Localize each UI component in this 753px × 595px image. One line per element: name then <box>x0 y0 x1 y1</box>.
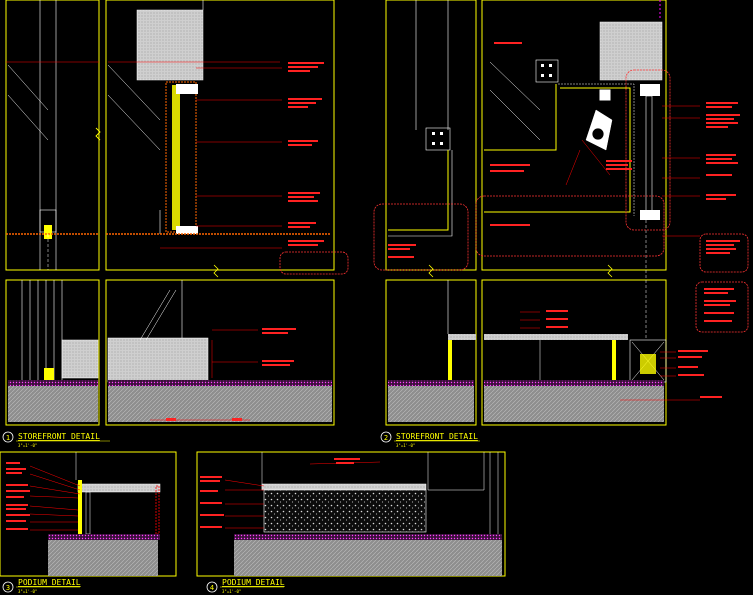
detail-1-notes <box>288 62 324 246</box>
detail-3-title: PODIUM DETAIL <box>18 578 81 587</box>
detail-4-number: 4 <box>210 584 214 592</box>
detail-1-callout-cloud <box>279 251 349 275</box>
detail-1-slab <box>8 386 98 422</box>
detail-2-title: STOREFRONT DETAIL <box>396 432 478 441</box>
detail-3-scale: 3"=1'-0" <box>18 589 37 594</box>
detail-2-callout-cloud-top <box>625 69 671 231</box>
detail-2-title-block: 2 STOREFRONT DETAIL 3"=1'-0" <box>380 431 480 448</box>
detail-1-floor-finish <box>8 380 98 386</box>
detail-3-number: 3 <box>6 584 10 592</box>
detail-4-title-block: 4 PODIUM DETAIL 3"=1'-0" <box>206 578 285 594</box>
podium-top <box>448 334 476 340</box>
detail-2-callout-cloud-right <box>475 195 665 257</box>
detail-4-podium <box>196 451 506 577</box>
detail-1-storefront <box>5 0 349 426</box>
panel-1-upper-right <box>105 0 335 271</box>
panel-1-upper-left <box>5 0 100 271</box>
detail-4-title: PODIUM DETAIL <box>222 578 285 587</box>
header-wall-2 <box>599 21 663 81</box>
detail-1-title-block: 1 STOREFRONT DETAIL 3"=1'-0" <box>2 431 110 448</box>
detail-1-number: 1 <box>6 434 10 442</box>
panel-1-lower-left <box>5 279 100 426</box>
header-wall <box>136 9 204 81</box>
detail-2-leaders <box>662 105 700 237</box>
detail-1-leaders <box>160 67 282 249</box>
detail-4-number-bubble <box>206 581 218 593</box>
detail-3-number-bubble <box>2 581 14 593</box>
podium-terrazzo-block <box>263 489 427 533</box>
detail-1-scale: 3"=1'-0" <box>18 443 37 448</box>
detail-4-scale: 3"=1'-0" <box>222 589 241 594</box>
detail-2-scale: 3"=1'-0" <box>396 443 415 448</box>
panel-2-lower-left <box>385 279 477 426</box>
detail-2-storefront <box>373 0 749 426</box>
detail-2-number: 2 <box>384 434 388 442</box>
detail-3-podium <box>0 451 177 577</box>
panel-2-upper-right <box>481 0 667 271</box>
detail-2-number-bubble <box>380 431 392 443</box>
downlight-fixture-icon <box>585 89 613 151</box>
detail-1-number-bubble <box>2 431 14 443</box>
detail-1-title: STOREFRONT DETAIL <box>18 432 100 441</box>
detail-2-callout-cloud-left <box>373 203 469 271</box>
panel-1-lower-right <box>105 279 335 426</box>
detail-3-title-block: 3 PODIUM DETAIL 3"=1'-0" <box>2 578 81 594</box>
